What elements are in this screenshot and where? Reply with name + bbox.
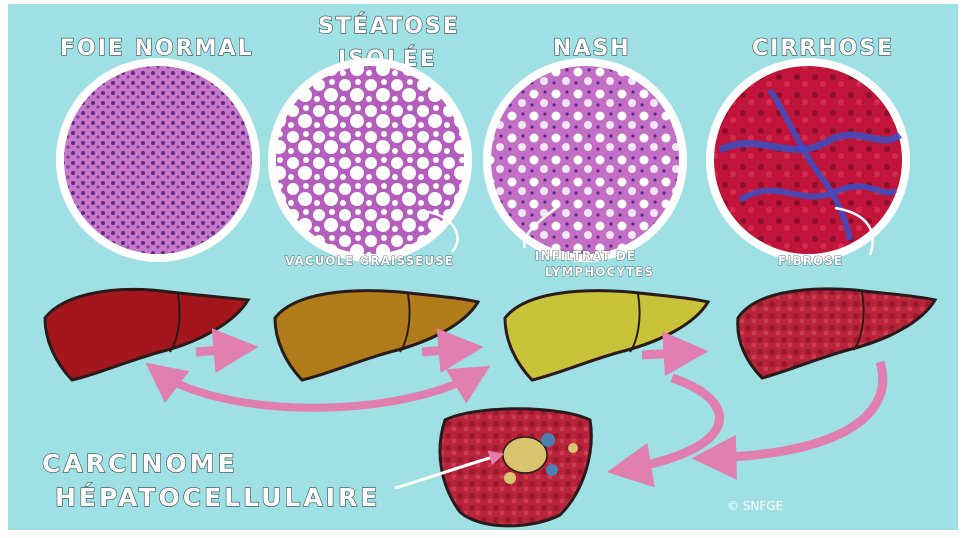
- label-foie-normal: FOIE NORMAL: [60, 36, 254, 61]
- histology-steatose: [268, 58, 472, 262]
- annotation-vacuole: VACUOLE GRAISSEUSE: [285, 254, 454, 268]
- histology-normal: [56, 58, 260, 262]
- arrow-normal-to-steatose: [196, 348, 245, 352]
- label-hepatocellulaire: HÉPATOCELLULAIRE: [55, 483, 380, 512]
- label-cirrhose: CIRRHOSE: [752, 36, 894, 61]
- credit-text: © SNFGE: [727, 499, 783, 513]
- label-nash: NASH: [553, 36, 631, 61]
- histology-nash: [483, 58, 687, 262]
- annotation-infiltrat-line1: INFILTRAT DE: [535, 249, 636, 263]
- histology-cirrhose: [706, 58, 910, 262]
- arrow-nash-to-cirrhose: [642, 352, 695, 355]
- label-carcinome: CARCINOME: [42, 449, 238, 478]
- annotation-infiltrat-line2: LYMPHOCYTES: [545, 265, 654, 279]
- label-steatose: STÉATOSE: [318, 13, 460, 39]
- annotation-fibrose: FIBROSE: [778, 254, 843, 268]
- arrow-steatose-to-nash: [422, 348, 470, 352]
